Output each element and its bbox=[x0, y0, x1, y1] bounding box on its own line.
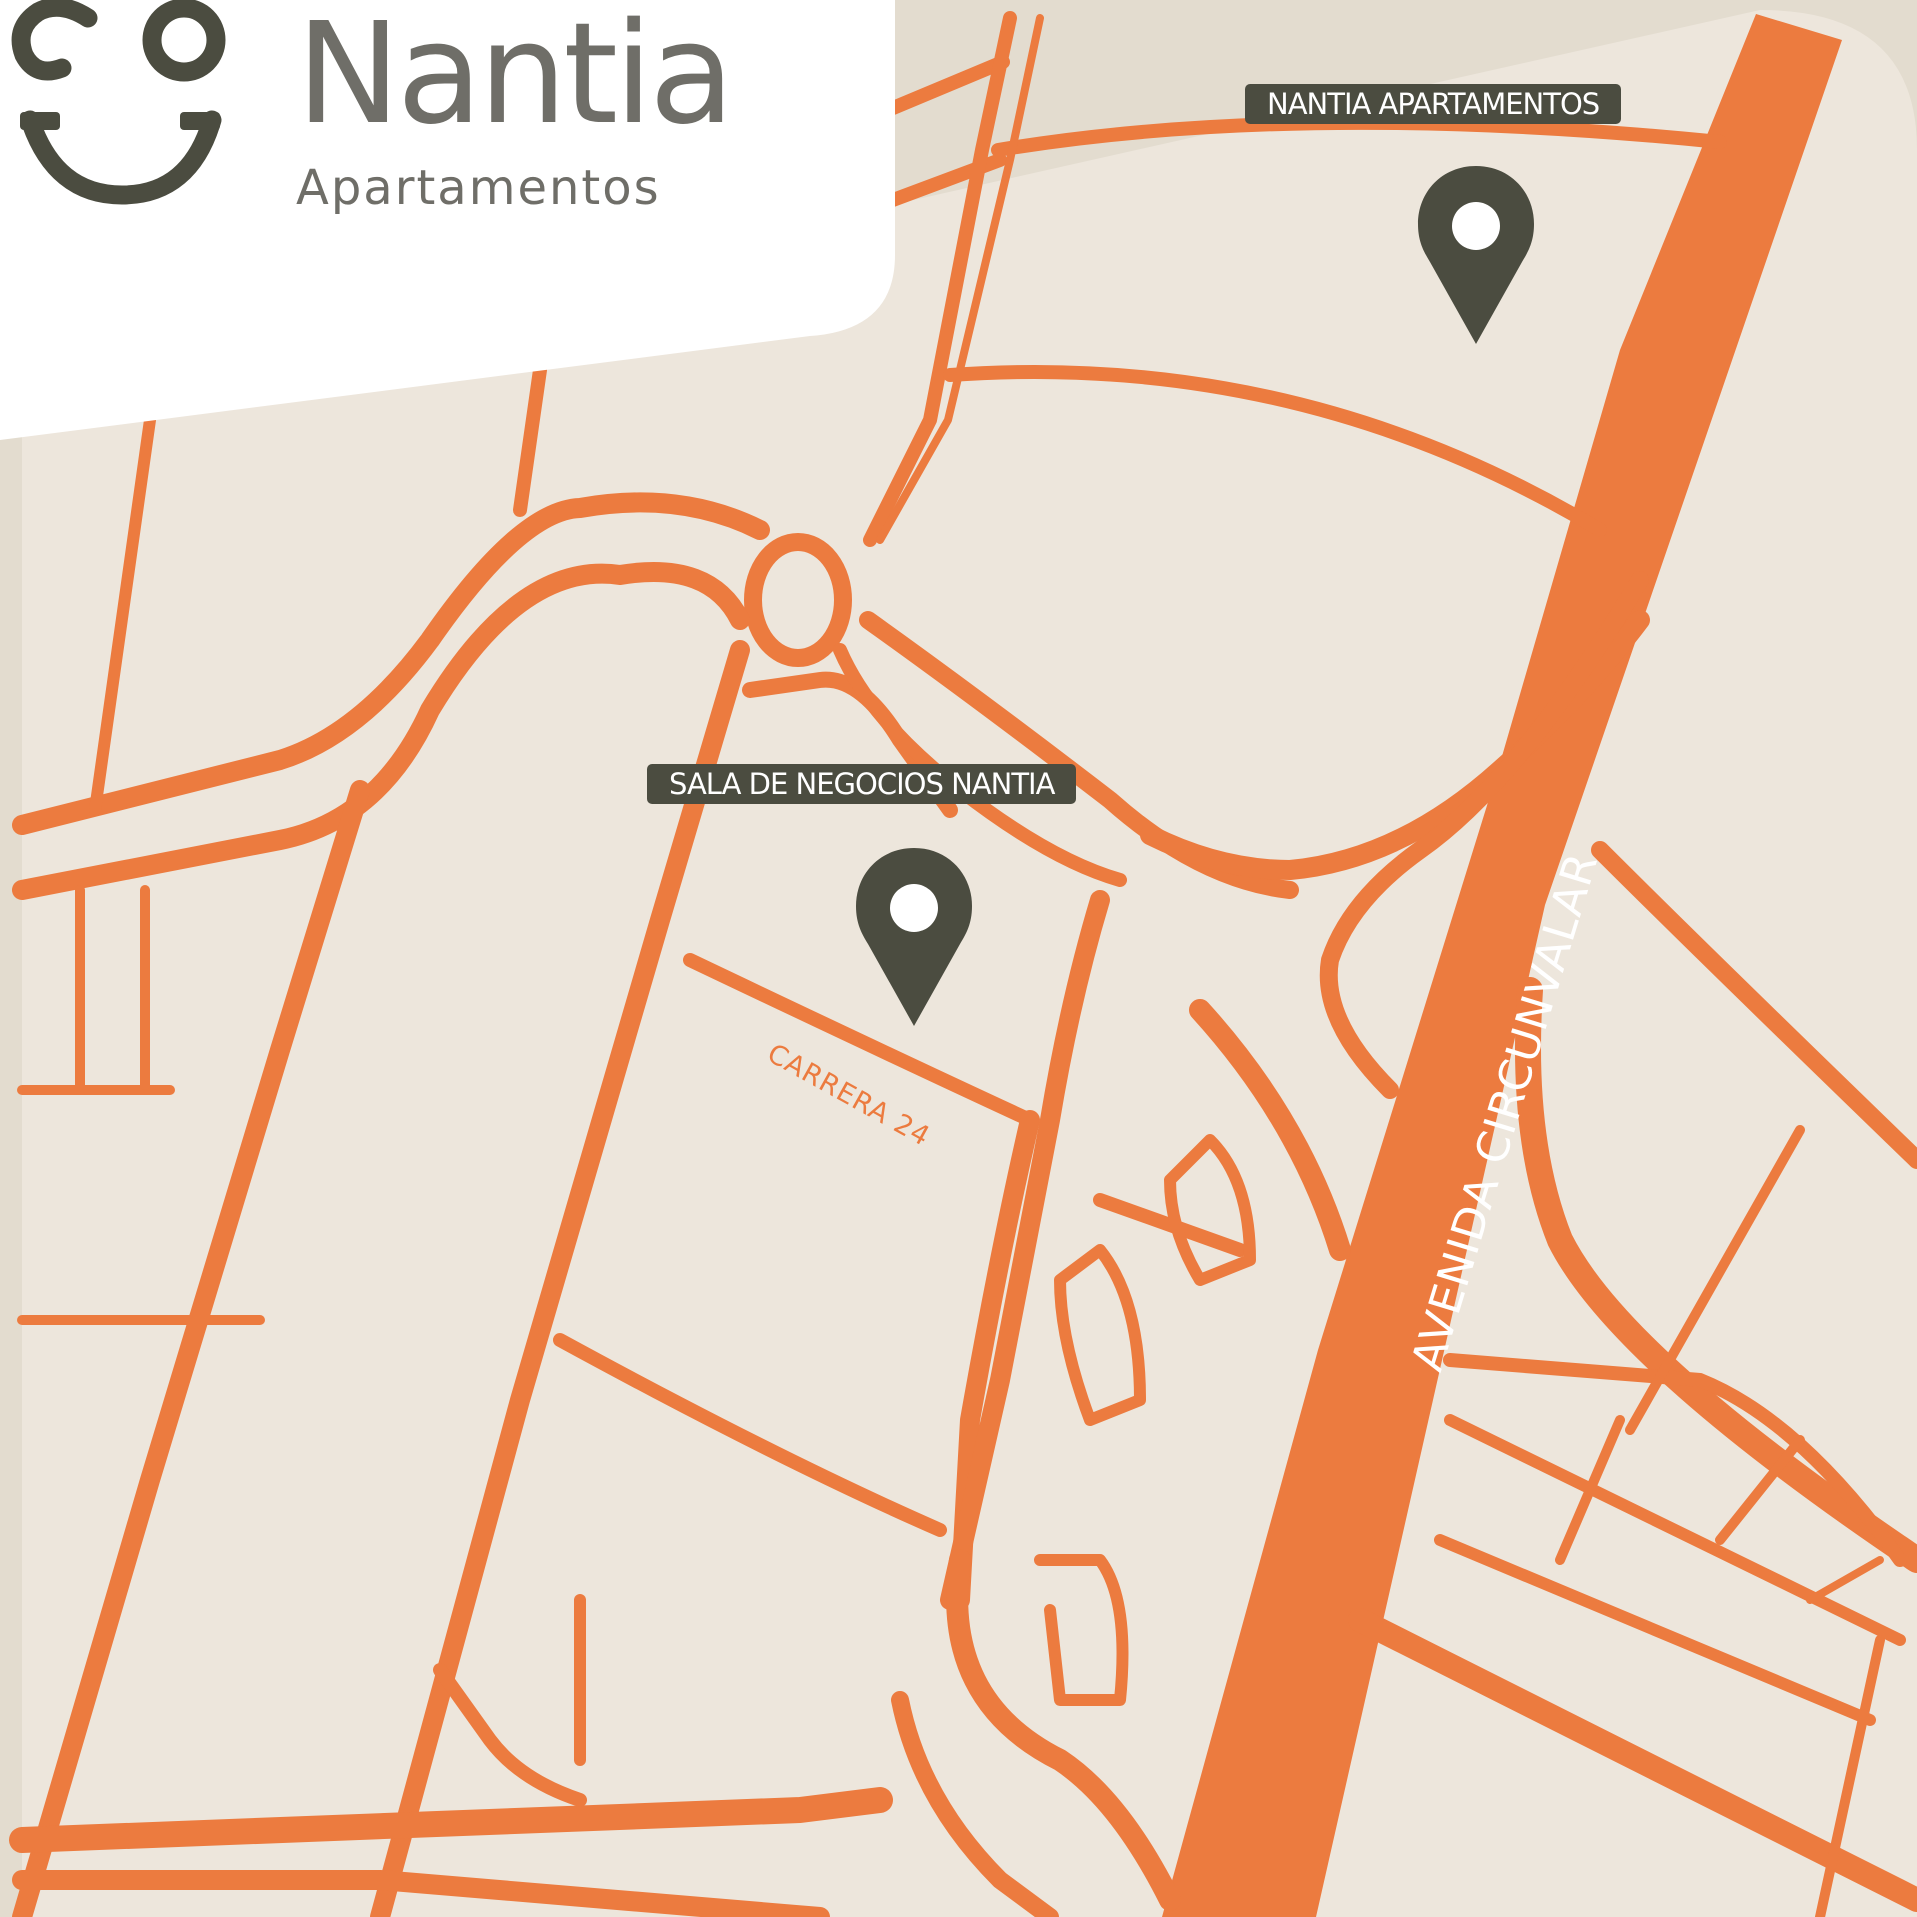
marker-label-sala-negocios[interactable]: SALA DE NEGOCIOS NANTIA bbox=[647, 764, 1077, 804]
map-pin-icon[interactable] bbox=[1414, 164, 1538, 344]
avenida-circunvalar-road[interactable] bbox=[1162, 14, 1842, 1917]
map-pin-icon[interactable] bbox=[852, 846, 976, 1026]
logo-panel-bg bbox=[0, 0, 895, 440]
brand-name: Nantia bbox=[296, 0, 735, 156]
marker-label-apartamentos[interactable]: NANTIA APARTAMENTOS bbox=[1245, 84, 1622, 124]
brand-subtitle: Apartamentos bbox=[296, 160, 661, 216]
brand-header: Nantia Apartamentos bbox=[0, 0, 900, 440]
map-land bbox=[22, 10, 1917, 1917]
smiley-logo-icon bbox=[11, 0, 226, 205]
